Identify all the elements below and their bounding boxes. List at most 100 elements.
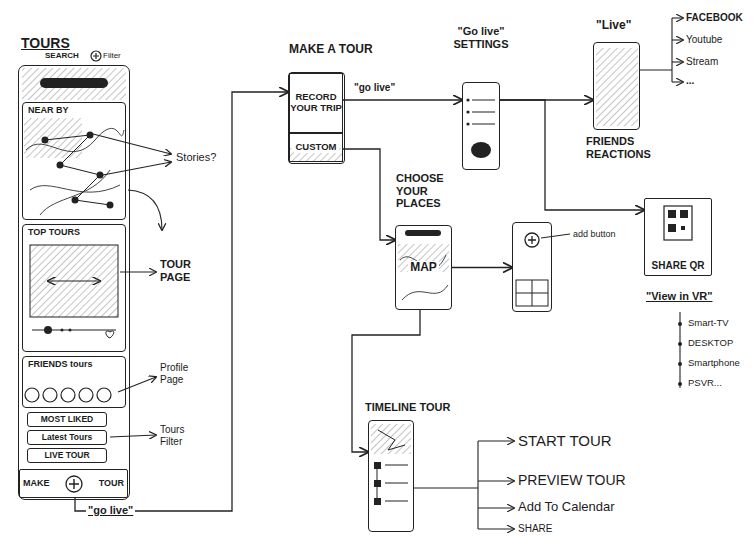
filter-plus-sign	[93, 53, 99, 59]
qr-square	[681, 226, 685, 230]
option-box: CUSTOM	[289, 133, 343, 162]
filter-button: MOST LIKED	[27, 412, 107, 427]
qr-square	[668, 210, 676, 218]
edge-label: "go live"	[352, 82, 397, 94]
map-route	[378, 430, 405, 450]
swipe-arrow	[48, 280, 100, 281]
map-hatch	[371, 424, 411, 454]
node-text: "Live"	[596, 19, 631, 33]
map-dot	[57, 162, 64, 169]
leader-arrow	[478, 507, 514, 508]
share-box: SHARE QR	[644, 198, 712, 276]
leader-arrow	[93, 134, 171, 154]
settings-dot	[466, 110, 469, 113]
leader-arrow	[118, 377, 156, 392]
node-text: CHOOSE YOUR PLACES	[396, 172, 458, 210]
option-box: RECORD YOUR TRIP	[289, 73, 343, 133]
add-plus-sign	[528, 236, 536, 244]
flow-arrow	[343, 99, 462, 100]
node-subtext: MAP	[408, 261, 439, 275]
map-dot	[42, 137, 49, 144]
filter-button: Latest Tours	[27, 430, 107, 445]
list-dot	[678, 342, 682, 346]
flow-arrow	[452, 267, 512, 268]
node-text: TOURS	[21, 35, 70, 51]
note-label: Youtube	[686, 34, 722, 46]
timeline-marker	[374, 462, 381, 469]
node-subtext: TOUR	[99, 478, 124, 488]
flow-arrow	[75, 92, 288, 511]
node-text: FRIENDS tours	[26, 359, 95, 369]
search-area	[22, 68, 126, 100]
phone-screen: MAKE A TOURRECORD YOUR TRIPCUSTOM	[288, 72, 345, 164]
friend-avatar	[43, 388, 57, 402]
qr-square	[668, 224, 676, 232]
note-label: "View in VR"	[646, 290, 712, 303]
qr-square	[680, 210, 688, 218]
phone-screen: "Live"FRIENDS REACTIONS	[593, 42, 640, 130]
settings-dot	[466, 98, 469, 101]
search-pill	[405, 230, 441, 236]
phone-screen: CHOOSE YOUR PLACESMAP	[395, 225, 452, 310]
note-label: PREVIEW TOUR	[518, 472, 626, 488]
live-hatch	[596, 48, 638, 126]
node-text: MAKE	[23, 478, 50, 488]
leader-arrow	[672, 61, 683, 62]
node-text: MOST LIKED	[41, 415, 93, 425]
add-plus	[525, 233, 539, 247]
phone-screen: TIMELINE TOUR	[368, 420, 414, 532]
qr-icon	[664, 206, 692, 240]
node-text: "Go live" SETTINGS	[433, 25, 529, 50]
edge-label: "go live"	[86, 504, 135, 517]
note-label: Profile Page	[160, 362, 204, 385]
leader-arrow	[110, 435, 156, 437]
screen-section: NEAR BY	[22, 102, 126, 220]
list-dot	[678, 322, 682, 326]
filter-plus	[91, 51, 101, 61]
note-label: Stream	[686, 56, 718, 68]
note-label: Smart-TV	[688, 318, 729, 329]
screen-section: FRIENDS tours	[22, 356, 126, 408]
tour-card	[30, 245, 118, 317]
tile-grid	[516, 280, 548, 306]
map-dot	[107, 202, 114, 209]
settings-dot	[466, 122, 469, 125]
make-plus-sign	[69, 479, 79, 489]
bottom-bar: MAKE TOUR	[19, 469, 128, 498]
node-text: MAKE A TOUR	[289, 43, 373, 57]
leader-arrow	[478, 440, 514, 441]
leader-arrow	[672, 39, 683, 40]
note-label: FACEBOOK	[686, 12, 743, 24]
list-dot	[678, 382, 682, 386]
node-text: TOP TOURS	[26, 227, 82, 237]
node-text: NEAR BY	[26, 105, 71, 115]
node-text: add button	[573, 229, 616, 239]
note-label: Tours Filter	[160, 424, 204, 447]
leader-arrow	[478, 528, 514, 529]
leader-arrow	[672, 17, 683, 18]
note-label: ...	[686, 75, 694, 87]
leader-arrow	[103, 162, 171, 175]
timeline-row	[377, 465, 408, 501]
note-label: DESKTOP	[688, 338, 733, 349]
slider-dot	[61, 329, 64, 332]
node-text: SHARE QR	[645, 260, 711, 272]
note-label: SHARE	[518, 523, 552, 535]
map-route	[45, 135, 110, 205]
timeline-marker	[374, 498, 381, 505]
note-label: Smartphone	[688, 358, 740, 369]
screen-section: TOP TOURS	[22, 224, 126, 352]
flow-arrow	[343, 149, 395, 240]
phone-screen: TOURSNEAR BYTOP TOURSFRIENDS toursMOST L…	[18, 65, 130, 500]
search-pill	[40, 78, 108, 88]
branch-line	[640, 18, 672, 82]
note-label: START TOUR	[518, 432, 612, 449]
flow-arrow	[352, 310, 420, 452]
go-live-button	[471, 142, 491, 158]
leader-arrow	[478, 480, 514, 481]
note-label: PSVR...	[688, 378, 722, 389]
map-dot	[87, 132, 94, 139]
